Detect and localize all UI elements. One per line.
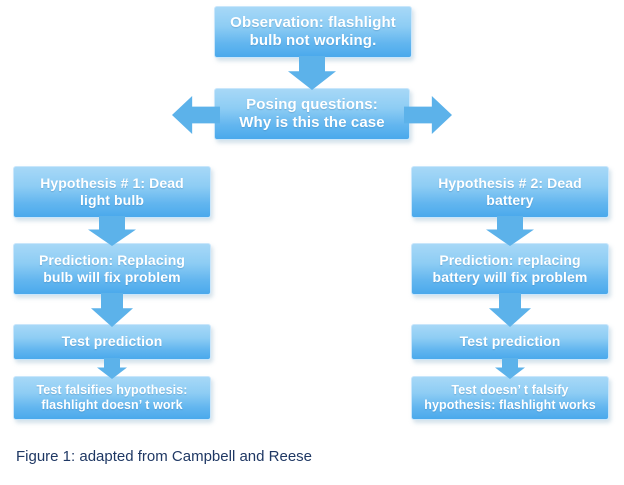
node-result-1-label: Test falsifies hypothesis: flashlight do… — [36, 382, 188, 412]
node-test-prediction-2-label: Test prediction — [459, 333, 561, 350]
node-prediction-2: Prediction: replacing battery will fix p… — [411, 243, 609, 295]
node-posing-questions-label: Posing questions: Why is this the case — [239, 95, 385, 131]
arrow-right-icon-posing-to-hypothesis-2 — [404, 96, 452, 134]
node-hypothesis-1: Hypothesis # 1: Dead light bulb — [13, 166, 211, 218]
arrow-down-icon-prediction-1-to-test-1 — [91, 293, 133, 327]
node-prediction-1: Prediction: Replacing bulb will fix prob… — [13, 243, 211, 295]
node-test-prediction-1: Test prediction — [13, 324, 211, 360]
arrow-down-icon-hypothesis-2-to-prediction-2 — [486, 216, 534, 246]
node-prediction-1-label: Prediction: Replacing bulb will fix prob… — [38, 251, 185, 285]
node-test-prediction-1-label: Test prediction — [61, 333, 163, 350]
figure-caption: Figure 1: adapted from Campbell and Rees… — [16, 448, 313, 465]
node-result-2-label: Test doesn’ t falsify hypothesis: flashl… — [424, 382, 596, 412]
node-posing-questions: Posing questions: Why is this the case — [214, 88, 410, 140]
node-test-prediction-2: Test prediction — [411, 324, 609, 360]
arrow-down-icon-prediction-2-to-test-2 — [489, 293, 531, 327]
node-hypothesis-2-label: Hypothesis # 2: Dead battery — [438, 174, 582, 208]
node-hypothesis-2: Hypothesis # 2: Dead battery — [411, 166, 609, 218]
node-prediction-2-label: Prediction: replacing battery will fix p… — [432, 251, 588, 285]
arrow-down-icon-hypothesis-1-to-prediction-1 — [88, 216, 136, 246]
arrow-left-icon-posing-to-hypothesis-1 — [172, 96, 220, 134]
node-result-1: Test falsifies hypothesis: flashlight do… — [13, 376, 211, 420]
node-result-2: Test doesn’ t falsify hypothesis: flashl… — [411, 376, 609, 420]
node-hypothesis-1-label: Hypothesis # 1: Dead light bulb — [40, 174, 184, 208]
node-observation: Observation: flashlight bulb not working… — [214, 6, 412, 58]
arrow-down-icon-observation-to-posing — [288, 56, 336, 90]
node-observation-label: Observation: flashlight bulb not working… — [230, 13, 396, 49]
